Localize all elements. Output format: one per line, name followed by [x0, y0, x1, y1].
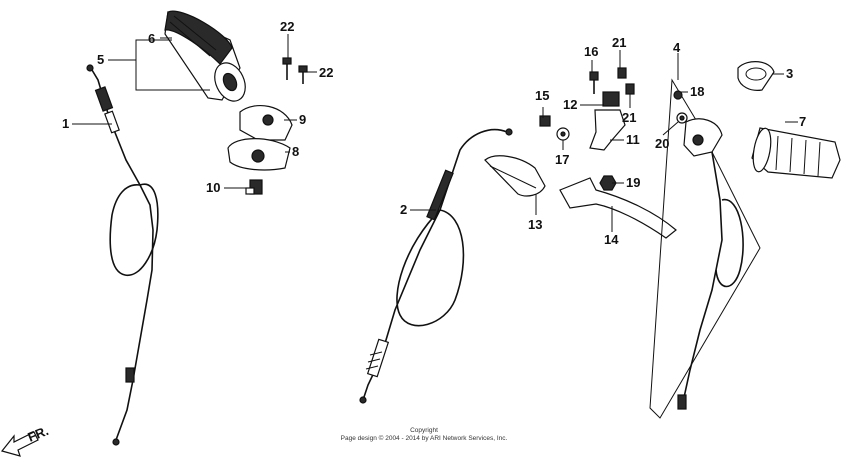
- throttle-housing: [227, 104, 293, 171]
- front-direction-arrow: FR.: [0, 423, 51, 457]
- callout-19: 19: [626, 175, 640, 190]
- copyright-line-2: Page design © 2004 - 2014 by ARI Network…: [341, 434, 508, 442]
- fr-label: FR.: [26, 423, 51, 445]
- callout-7: 7: [799, 114, 806, 129]
- kill-switch-assembly: [649, 78, 761, 419]
- callout-4: 4: [673, 40, 681, 55]
- screw-and-washer: [673, 90, 688, 124]
- callout-10: 10: [206, 180, 220, 195]
- throttle-grip: [164, 10, 246, 102]
- callout-21-top: 21: [612, 35, 626, 50]
- callout-22-right: 22: [319, 65, 333, 80]
- callout-17: 17: [555, 152, 569, 167]
- callout-20: 20: [655, 136, 669, 151]
- callout-6: 6: [148, 31, 155, 46]
- callout-3: 3: [786, 66, 793, 81]
- callout-5: 5: [97, 52, 104, 67]
- callout-9: 9: [299, 112, 306, 127]
- throttle-cable: [86, 64, 159, 446]
- callout-1: 1: [62, 116, 69, 131]
- callout-14: 14: [604, 232, 619, 247]
- left-grip: [751, 127, 841, 179]
- copyright-line-1: Copyright: [410, 427, 438, 434]
- lever-bracket: [539, 67, 635, 191]
- callout-18: 18: [690, 84, 704, 99]
- callout-15: 15: [535, 88, 549, 103]
- callout-2: 2: [400, 202, 407, 217]
- screw-part-10: [245, 179, 263, 195]
- lever-cover: [484, 155, 546, 197]
- callout-8: 8: [292, 144, 299, 159]
- copyright-notice: Copyright Page design © 2004 - 2014 by A…: [341, 427, 508, 442]
- leader-lines: [72, 34, 798, 232]
- callout-11: 11: [626, 132, 640, 147]
- callout-12: 12: [563, 97, 577, 112]
- callout-21-bottom: 21: [622, 110, 636, 125]
- callout-22-top: 22: [280, 19, 294, 34]
- band-clamp: [737, 61, 775, 91]
- callout-16: 16: [584, 44, 598, 59]
- callout-13: 13: [528, 217, 542, 232]
- clutch-lever: [559, 177, 677, 239]
- bolts-part-22: [282, 57, 308, 84]
- callouts: 1 2 3 4 5 6 7 8 9 10 11 12 13 14 15 16 1…: [62, 19, 806, 247]
- clutch-cable: [359, 128, 513, 404]
